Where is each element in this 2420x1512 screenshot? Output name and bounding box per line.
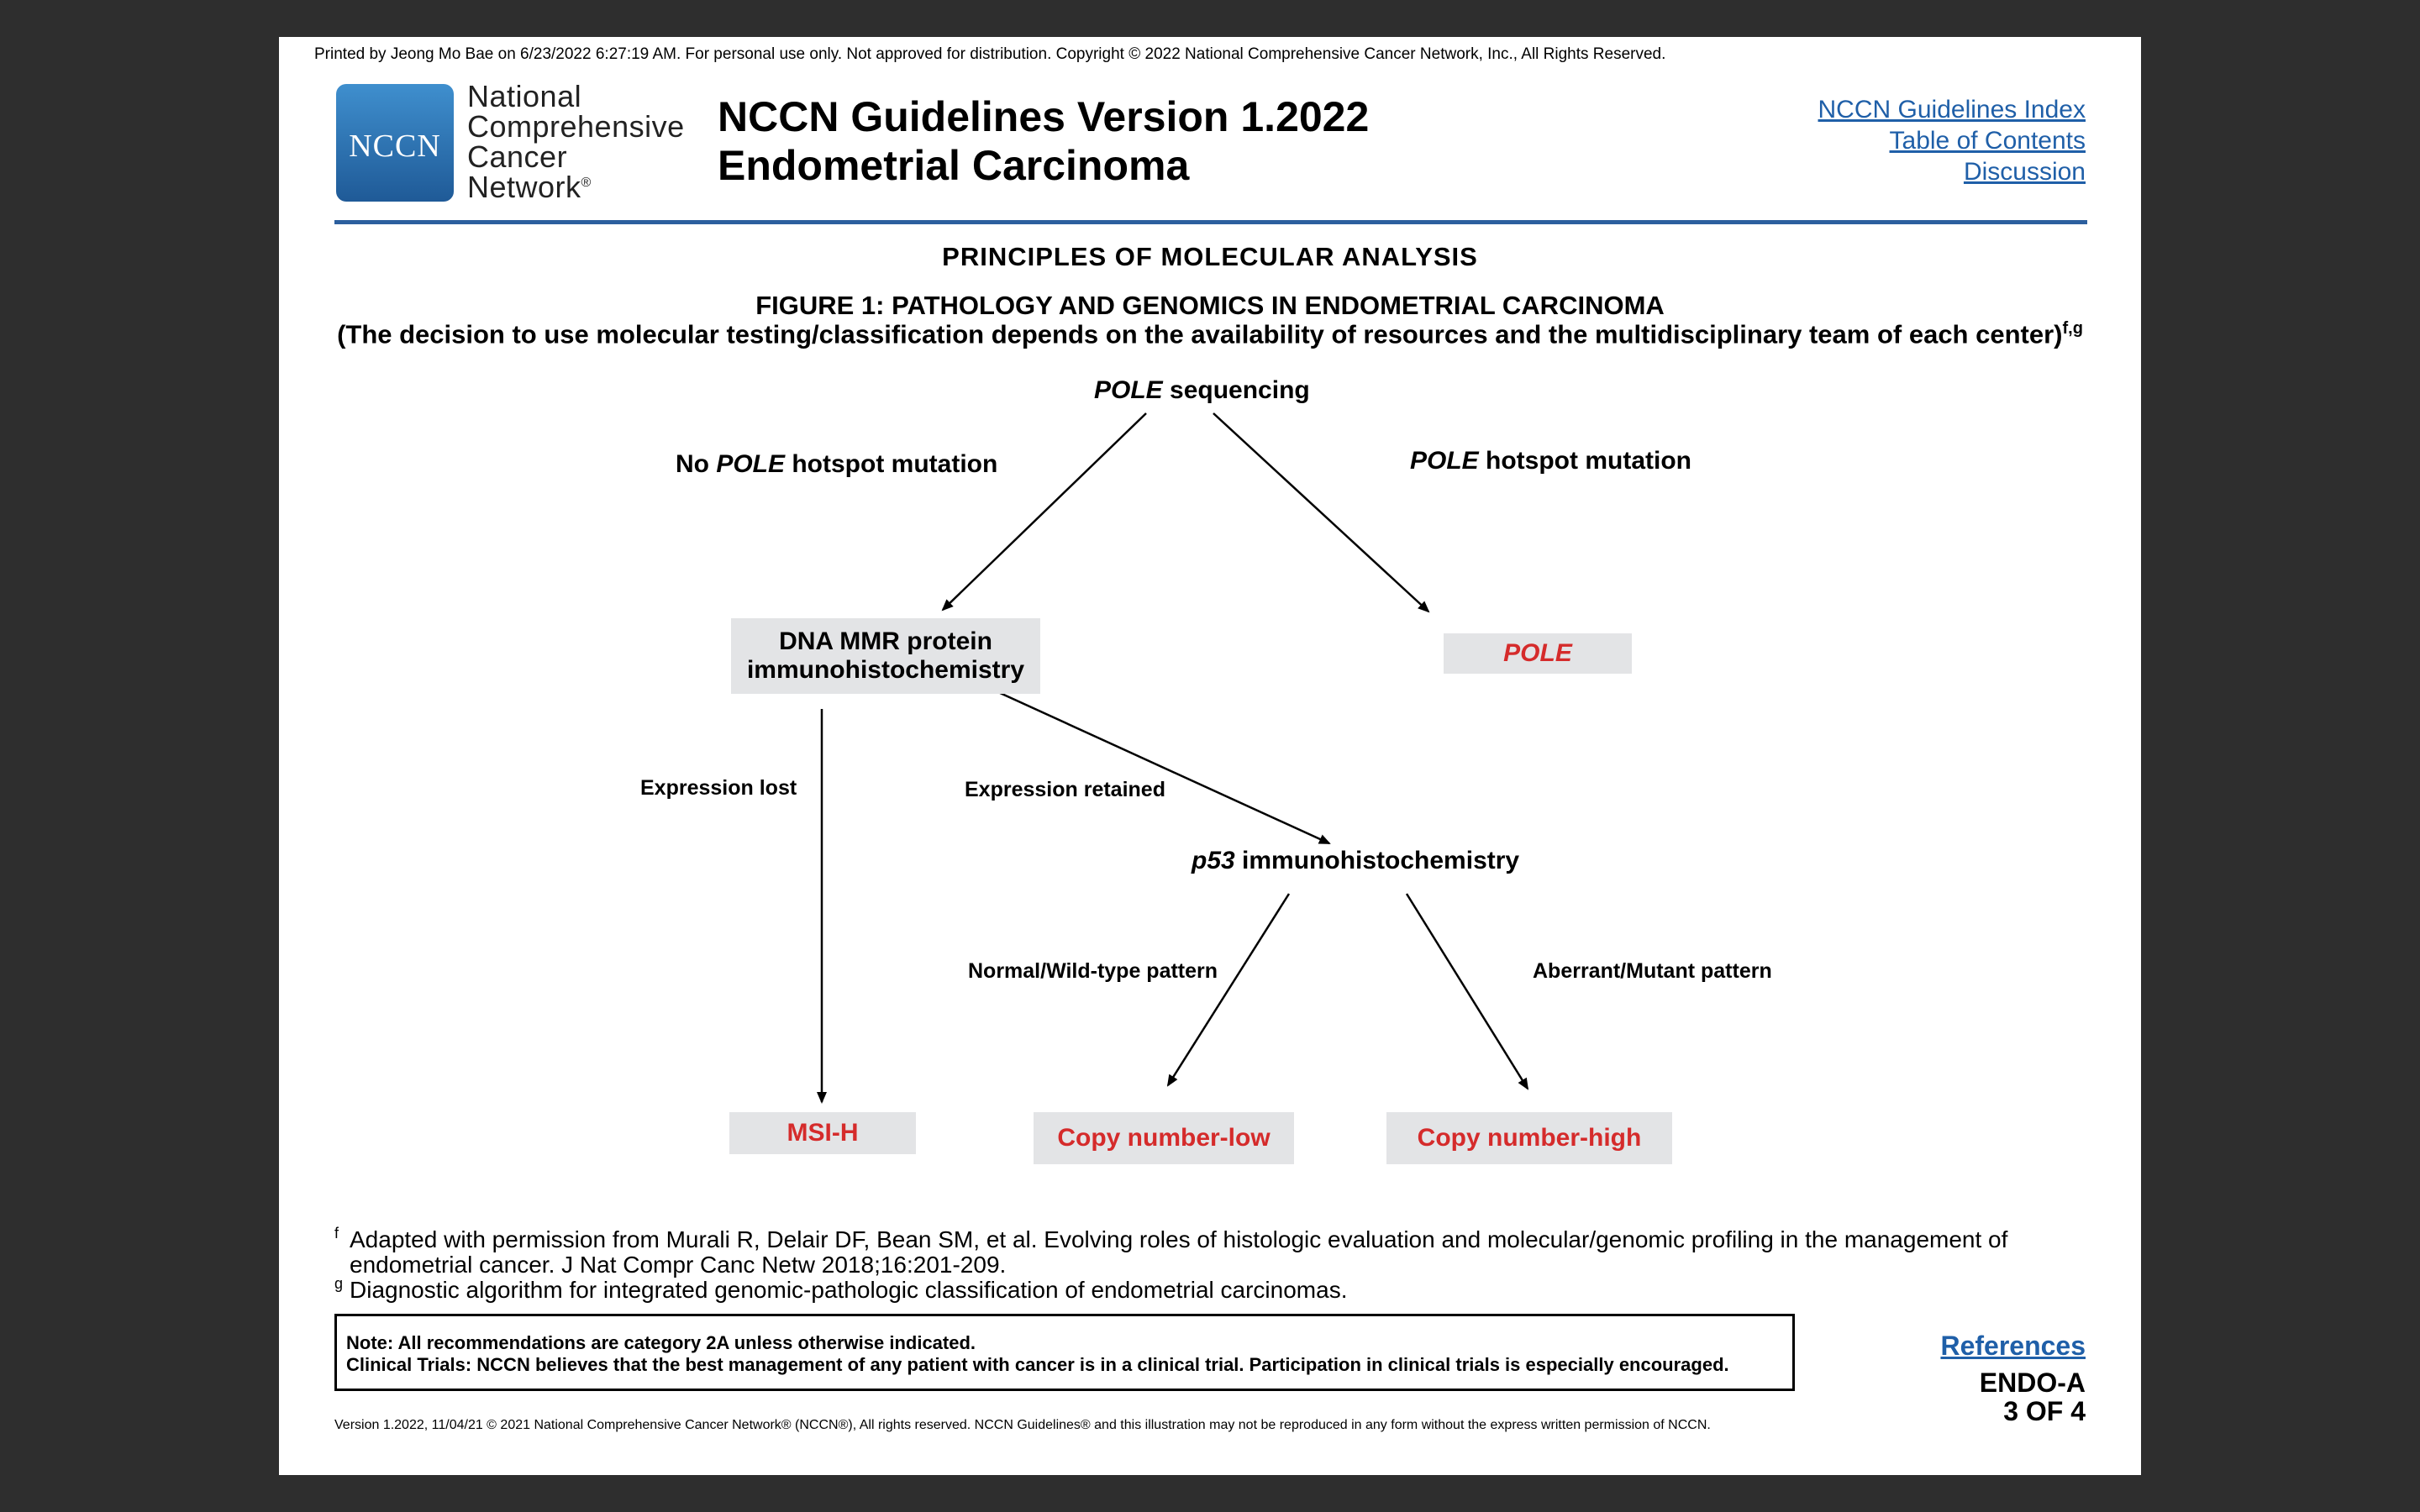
expression-retained-label: Expression retained xyxy=(965,778,1165,801)
page-code: ENDO-A xyxy=(1979,1368,2086,1398)
figure-title: FIGURE 1: PATHOLOGY AND GENOMICS IN ENDO… xyxy=(755,291,1665,320)
footnote-g-mark: g xyxy=(334,1275,344,1292)
printed-by-notice: Printed by Jeong Mo Bae on 6/23/2022 6:2… xyxy=(314,45,1666,63)
nccn-logo xyxy=(336,84,454,202)
msi-h-result-label: MSI-H xyxy=(786,1119,859,1147)
pole-sequencing-rest: sequencing xyxy=(1162,376,1310,404)
figure-subtitle-footnote-ref: f,g xyxy=(2062,319,2083,338)
arrow-to-p53 xyxy=(997,690,1331,845)
table-of-contents-link[interactable]: Table of Contents xyxy=(1889,127,2086,155)
org-name-line-2: Comprehensive xyxy=(467,109,685,144)
arrow-to-cn-low xyxy=(1166,893,1291,1087)
mmr-ihc-box: DNA MMR protein immunohistochemistry xyxy=(731,618,1040,694)
header-divider xyxy=(334,220,2087,224)
org-name-network: Network xyxy=(467,170,581,204)
footnote-f-line-2: endometrial cancer. J Nat Compr Canc Net… xyxy=(350,1252,1007,1278)
arrow-to-mmr xyxy=(941,412,1147,612)
normal-pattern-label: Normal/Wild-type pattern xyxy=(968,959,1218,983)
flowchart-arrows xyxy=(817,412,1529,1104)
arrow-to-pole xyxy=(1213,412,1430,613)
cn-low-result-box: Copy number-low xyxy=(1034,1112,1294,1164)
cn-low-result-label: Copy number-low xyxy=(1057,1124,1270,1152)
org-name-line-4: Network® xyxy=(467,170,592,205)
footnote-g-line: Diagnostic algorithm for integrated geno… xyxy=(350,1277,1348,1303)
references-link[interactable]: References xyxy=(1940,1331,2086,1361)
pole-mutation-label: POLE hotspot mutation xyxy=(1410,447,1691,475)
note-line-1: Note: All recommendations are category 2… xyxy=(346,1332,976,1353)
msi-h-result-box: MSI-H xyxy=(729,1112,916,1154)
pole-mutation-post: hotspot mutation xyxy=(1478,447,1691,475)
guideline-version-title: NCCN Guidelines Version 1.2022 xyxy=(718,93,1370,140)
p53-rest: immunohistochemistry xyxy=(1234,847,1520,874)
no-pole-mutation-label: No POLE hotspot mutation xyxy=(676,450,997,479)
version-copyright: Version 1.2022, 11/04/21 © 2021 National… xyxy=(334,1418,1711,1432)
pole-result-label: POLE xyxy=(1503,639,1572,667)
cn-high-result-label: Copy number-high xyxy=(1417,1124,1642,1152)
discussion-link[interactable]: Discussion xyxy=(1963,158,2086,186)
footnote-f-mark: f xyxy=(334,1225,339,1242)
mmr-ihc-line-2: immunohistochemistry xyxy=(746,656,1025,684)
arrow-to-cn-high xyxy=(1405,893,1529,1090)
aberrant-pattern-label: Aberrant/Mutant pattern xyxy=(1533,959,1772,983)
no-pole-pre: No xyxy=(676,450,717,478)
no-pole-post: hotspot mutation xyxy=(785,450,998,478)
note-line-2: Clinical Trials: NCCN believes that the … xyxy=(346,1354,1729,1375)
note-box xyxy=(334,1314,1795,1391)
nccn-logo-abbr: NCCN xyxy=(349,129,441,164)
mmr-ihc-line-1: DNA MMR protein xyxy=(779,627,992,655)
footnote-f-line-1: Adapted with permission from Murali R, D… xyxy=(350,1226,2008,1252)
org-name-line-1: National xyxy=(467,79,582,113)
guideline-page: Printed by Jeong Mo Bae on 6/23/2022 6:2… xyxy=(279,37,2141,1475)
page-number: 3 OF 4 xyxy=(2003,1396,2086,1426)
pole-mutation-gene: POLE xyxy=(1410,447,1479,475)
figure-subtitle: (The decision to use molecular testing/c… xyxy=(279,319,2141,349)
guidelines-index-link[interactable]: NCCN Guidelines Index xyxy=(1818,96,2086,123)
pole-sequencing-label: POLE sequencing xyxy=(1094,376,1310,405)
expression-lost-label: Expression lost xyxy=(640,776,797,800)
figure-subtitle-text: (The decision to use molecular testing/c… xyxy=(337,319,2063,349)
registered-mark: ® xyxy=(581,176,592,190)
p53-gene: p53 xyxy=(1192,847,1235,874)
no-pole-gene: POLE xyxy=(716,450,786,478)
cn-high-result-box: Copy number-high xyxy=(1386,1112,1672,1164)
pole-result-box: POLE xyxy=(1444,633,1632,674)
guideline-topic-title: Endometrial Carcinoma xyxy=(718,142,1190,189)
section-title: PRINCIPLES OF MOLECULAR ANALYSIS xyxy=(942,242,1478,271)
p53-ihc-label: p53 immunohistochemistry xyxy=(1192,847,1519,875)
pole-sequencing-gene: POLE xyxy=(1094,376,1163,404)
org-name-line-3: Cancer xyxy=(467,139,568,174)
